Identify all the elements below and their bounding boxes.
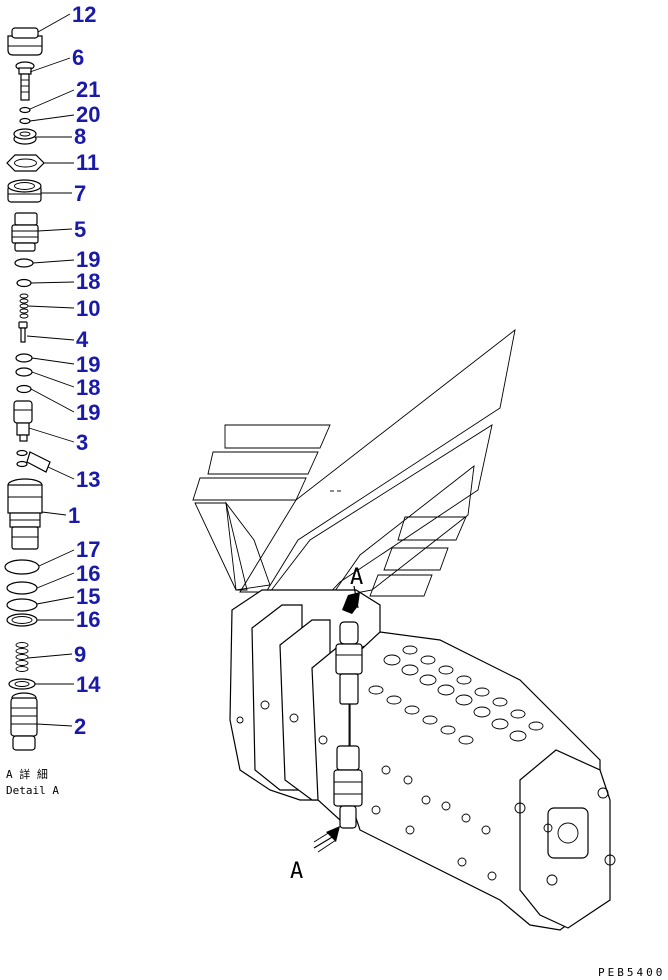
callout-8: 8 (74, 124, 86, 149)
callout-21: 21 (76, 77, 100, 102)
part-17-ring (4, 559, 40, 575)
part-16-ring-a (6, 581, 38, 595)
part-11-gasket (6, 154, 45, 172)
exploded-parts-stack (4, 27, 51, 751)
control-valve-assembly (229, 589, 616, 931)
part-4-pin (18, 321, 28, 343)
view-label-bottom: A (290, 859, 303, 884)
callout-15: 15 (76, 584, 100, 609)
view-arrow-bottom (313, 826, 340, 853)
callout-9: 9 (74, 642, 86, 667)
logo-chevron-shapes (192, 328, 516, 599)
callout-16a: 16 (76, 561, 100, 586)
part-19-ring-c (16, 384, 32, 394)
callout-numbers: 12 6 21 20 8 11 7 5 19 18 10 4 19 18 19 … (68, 2, 101, 739)
part-21-ring (19, 106, 31, 114)
part-3-piston (13, 400, 33, 442)
callout-12: 12 (72, 2, 96, 27)
part-6-bolt (15, 61, 35, 101)
part-14-washer (8, 678, 36, 690)
part-13-shim (16, 449, 51, 473)
callout-11: 11 (76, 150, 99, 175)
part-20-ring (19, 117, 31, 125)
part-18-ring-a (16, 278, 32, 288)
part-7-locknut (7, 179, 42, 203)
detail-title-jp: A 詳 細 (6, 767, 48, 781)
detail-a-valve-installed (333, 621, 363, 829)
callout-16b: 16 (76, 607, 100, 632)
side-holes (236, 700, 497, 881)
part-19-ring-b (15, 353, 33, 363)
part-1-valve-body (7, 478, 43, 550)
callout-19a: 19 (76, 247, 100, 272)
callout-18b: 18 (76, 375, 100, 400)
callout-17: 17 (76, 537, 100, 562)
callout-5: 5 (74, 217, 86, 242)
callout-20: 20 (76, 102, 100, 127)
callout-19c: 19 (76, 400, 100, 425)
callout-3: 3 (76, 430, 88, 455)
part-19-ring-a (14, 258, 34, 268)
callout-2: 2 (74, 714, 86, 739)
part-18-ring-b (15, 367, 33, 377)
part-8-nut (13, 128, 37, 145)
part-16-ring-b (6, 613, 38, 627)
part-12-cap (7, 27, 43, 56)
callout-7: 7 (74, 181, 86, 206)
part-2-plug (10, 692, 38, 751)
leader-lines (26, 13, 75, 727)
callout-1: 1 (68, 503, 80, 528)
callout-14: 14 (76, 672, 101, 697)
drawing-code: PEB5400 (598, 966, 665, 979)
callout-19b: 19 (76, 352, 100, 377)
part-9-spring (15, 642, 29, 672)
view-label-top: A (350, 565, 363, 590)
detail-title-en: Detail A (6, 784, 59, 797)
callout-10: 10 (76, 296, 100, 321)
view-arrow-top (342, 585, 360, 614)
callout-4: 4 (76, 327, 89, 352)
part-10-spring (19, 293, 29, 319)
callout-18a: 18 (76, 269, 100, 294)
part-15-ring (6, 598, 38, 612)
part-5-sleeve (11, 212, 39, 252)
callout-13: 13 (76, 467, 100, 492)
port-holes (368, 645, 544, 745)
callout-6: 6 (72, 45, 84, 70)
